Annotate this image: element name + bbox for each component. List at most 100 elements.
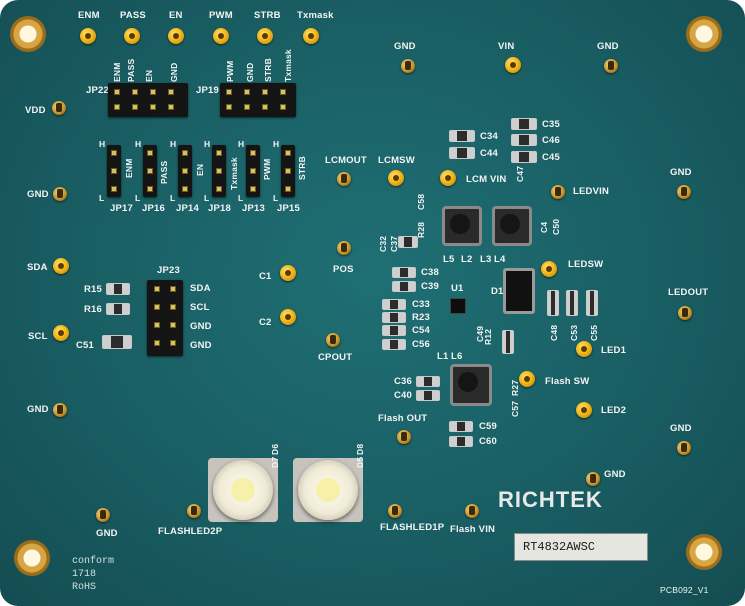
test-post-gnd-top2[interactable] [604,59,618,73]
part-number-text: RT4832AWSC [523,540,596,554]
test-point-c2[interactable] [280,309,296,325]
capacitor-c36 [416,376,440,387]
test-post-flash-out[interactable] [397,430,411,444]
capacitor-c44 [449,147,475,159]
part-number-label: RT4832AWSC [514,533,648,561]
test-post-lcmout[interactable] [337,172,351,186]
pin-label-flash-vin: Flash VIN [450,524,496,535]
test-point-c1[interactable] [280,265,296,281]
jp13-label: JP13 [242,203,265,214]
test-post-vdd[interactable] [52,101,66,115]
pin-label-flashled2p: FLASHLED2P [158,526,223,537]
brand-logo-text: RICHTEK [498,487,603,512]
label-d7: D7 [270,456,280,468]
jp13-header[interactable] [246,145,260,197]
pin-label-ledvin: LEDVIN [573,186,610,197]
pin-label-gnd-left1: GND [27,189,49,200]
test-point-lcmsw[interactable] [388,170,404,186]
test-post-flash-vin[interactable] [465,504,479,518]
jp13-l: L [238,193,244,203]
pin-label-flash-out: Flash OUT [378,413,428,424]
pin-label-c1: C1 [259,271,272,282]
capacitor-c46 [511,134,537,146]
pin-label-lcmsw: LCMSW [378,155,415,166]
pin-label-led2: LED2 [601,405,627,416]
test-post-ledout[interactable] [678,306,692,320]
jp14-h: H [170,139,177,149]
jp13-h: H [238,139,245,149]
pin-label-gnd-right1: GND [670,167,692,178]
jp15-name: STRB [297,156,307,180]
pin-label-pos: POS [333,264,354,275]
test-point-strb[interactable] [257,28,273,44]
test-post-gnd-left1[interactable] [53,187,67,201]
test-post-flashled2p[interactable] [187,504,201,518]
conform-line1: conform [72,556,115,567]
resistor-r16 [106,303,130,315]
pin-label-lcmvin: LCM VIN [466,174,507,185]
jp14-header[interactable] [178,145,192,197]
test-point-pwm[interactable] [213,28,229,44]
jp16-header[interactable] [143,145,157,197]
label-c32: C32 [378,235,388,252]
label-c33: C33 [412,299,431,310]
label-c48: C48 [549,324,559,341]
test-point-enm[interactable] [80,28,96,44]
jp15-header[interactable] [281,145,295,197]
test-point-pass[interactable] [124,28,140,44]
jp18-header[interactable] [212,145,226,197]
test-point-scl[interactable] [53,325,69,341]
test-point-flash-sw[interactable] [519,371,535,387]
test-post-gnd-right2[interactable] [677,441,691,455]
jp22-label: JP22 [86,85,109,96]
test-post-pos[interactable] [337,241,351,255]
label-c51: C51 [76,340,95,351]
test-post-cpout[interactable] [326,333,340,347]
pin-label-ledsw: LEDSW [568,259,604,270]
test-point-led1[interactable] [576,341,592,357]
jp16-label: JP16 [142,203,165,214]
test-post-flashled1p[interactable] [388,504,402,518]
label-c53: C53 [569,324,579,341]
pcb-id: PCB092_V1 [660,585,709,595]
label-r28: R28 [416,221,426,238]
pin-label-led1: LED1 [601,345,627,356]
test-post-gnd-top1[interactable] [401,59,415,73]
test-post-gnd-left2[interactable] [53,403,67,417]
jp14-label: JP14 [176,203,199,214]
pin-label-c2: C2 [259,317,272,328]
test-point-led2[interactable] [576,402,592,418]
capacitor-c37 [398,236,418,248]
resistor-r23 [382,312,406,323]
jp22-header[interactable] [108,83,188,117]
test-post-gnd-right3[interactable] [586,472,600,486]
label-c47: C47 [515,165,525,182]
jp17-header[interactable] [107,145,121,197]
test-point-en[interactable] [168,28,184,44]
inductor-l1-l6 [450,364,492,406]
pin-label-scl: SCL [28,331,48,342]
jp16-name: PASS [159,160,169,184]
label-u1: U1 [451,283,464,294]
label-d8: D8 [355,443,365,455]
test-point-sda[interactable] [53,258,69,274]
pin-label-gnd-bottom: GND [96,528,118,539]
label-c56: C56 [412,339,431,350]
capacitor-c59 [449,421,473,432]
jp15-l: L [273,193,279,203]
test-post-gnd-bottom[interactable] [96,508,110,522]
test-post-ledvin[interactable] [551,185,565,199]
test-post-gnd-right1[interactable] [677,185,691,199]
pin-label-flash-sw: Flash SW [545,376,590,387]
pin-label-vdd: VDD [25,105,46,116]
jp19-header[interactable] [220,83,296,117]
jp23-header[interactable] [147,280,183,356]
jp18-name: Txmask [229,157,239,190]
capacitor-c60 [449,436,473,447]
test-point-txmask[interactable] [303,28,319,44]
test-point-vin[interactable] [505,57,521,73]
test-point-lcmvin[interactable] [440,170,456,186]
test-point-ledsw[interactable] [541,261,557,277]
label-c45: C45 [542,152,561,163]
label-l1: L1 [437,351,449,362]
